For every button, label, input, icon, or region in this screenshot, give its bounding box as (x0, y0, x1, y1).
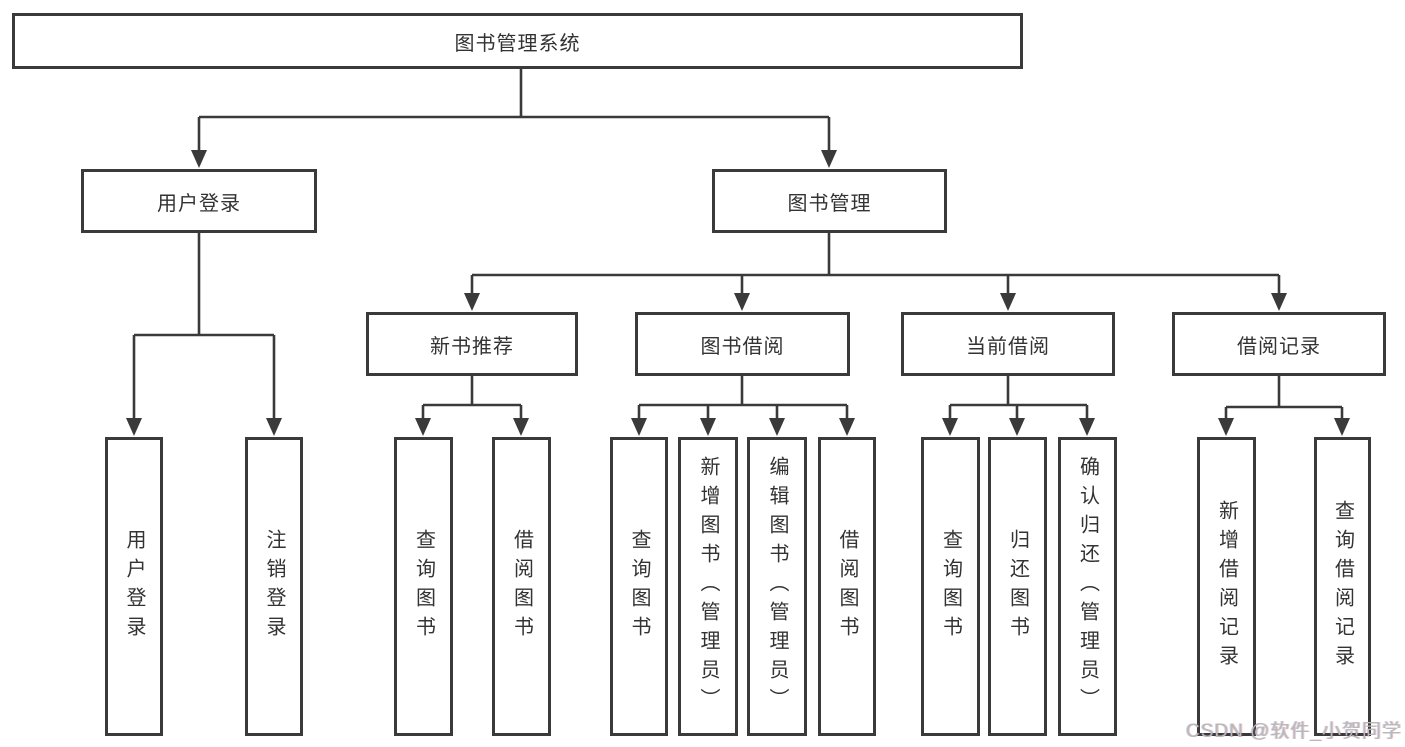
node-label: 查询图书 (628, 528, 650, 645)
leaf-query-books-recommend: 查询图书 (394, 437, 453, 736)
leaf-add-borrow-record: 新增借阅记录 (1197, 437, 1256, 736)
node-current-borrowing: 当前借阅 (901, 312, 1115, 376)
node-label: 用户登录 (123, 528, 145, 645)
leaf-borrow-books-recommend: 借阅图书 (492, 437, 551, 736)
node-borrowing-records: 借阅记录 (1172, 312, 1386, 376)
arrowhead-icon (415, 418, 431, 436)
node-library-management-system: 图书管理系统 (12, 13, 1023, 69)
node-label: 新增图书（管理员） (697, 456, 719, 717)
node-label: 用户登录 (157, 192, 241, 215)
node-label: 图书管理系统 (454, 32, 581, 55)
arrowhead-icon (191, 150, 207, 168)
arrowhead-icon (1009, 418, 1025, 436)
node-user-login: 用户登录 (81, 169, 317, 233)
node-label: 归还图书 (1006, 528, 1029, 645)
node-label: 当前借阅 (966, 335, 1050, 358)
arrowhead-icon (839, 418, 855, 436)
arrowhead-icon (700, 418, 716, 436)
leaf-logout: 注销登录 (245, 437, 303, 736)
node-label: 新增借阅记录 (1215, 499, 1238, 674)
leaf-borrow-books: 借阅图书 (818, 437, 876, 736)
arrowhead-icon (821, 150, 837, 168)
leaf-confirm-return-admin: 确认归还（管理员） (1058, 437, 1117, 736)
arrowhead-icon (769, 418, 785, 436)
arrowhead-icon (734, 293, 750, 311)
node-label: 借阅记录 (1237, 335, 1321, 358)
leaf-edit-books-admin: 编辑图书（管理员） (747, 437, 807, 736)
leaf-user-login: 用户登录 (105, 437, 163, 736)
node-book-management: 图书管理 (712, 169, 947, 233)
arrowhead-icon (1079, 418, 1095, 436)
arrowhead-icon (1218, 418, 1234, 436)
node-label: 图书管理 (787, 192, 872, 215)
arrowhead-icon (631, 418, 647, 436)
leaf-query-borrow-record: 查询借阅记录 (1314, 437, 1371, 736)
arrowhead-icon (1271, 293, 1287, 311)
arrowhead-icon (266, 418, 282, 436)
arrowhead-icon (464, 293, 480, 311)
node-book-borrowing: 图书借阅 (635, 312, 850, 376)
arrowhead-icon (1000, 293, 1016, 311)
node-label: 图书借阅 (700, 335, 785, 358)
leaf-add-books-admin: 新增图书（管理员） (678, 437, 738, 736)
node-label: 编辑图书（管理员） (766, 456, 788, 717)
arrowhead-icon (126, 418, 142, 436)
node-label: 查询图书 (412, 528, 435, 645)
node-label: 注销登录 (263, 528, 285, 645)
arrowhead-icon (513, 418, 529, 436)
node-label: 确认归还（管理员） (1076, 456, 1099, 717)
node-label: 查询借阅记录 (1331, 499, 1354, 674)
node-label: 借阅图书 (836, 528, 858, 645)
leaf-query-books-borrowing: 查询图书 (610, 437, 668, 736)
leaf-return-books: 归还图书 (988, 437, 1047, 736)
arrowhead-icon (1334, 418, 1350, 436)
arrowhead-icon (942, 418, 958, 436)
node-label: 查询图书 (939, 528, 962, 645)
node-new-book-recommendation: 新书推荐 (366, 312, 578, 376)
node-label: 借阅图书 (510, 528, 533, 645)
node-label: 新书推荐 (430, 335, 514, 358)
leaf-query-books-current: 查询图书 (921, 437, 980, 736)
